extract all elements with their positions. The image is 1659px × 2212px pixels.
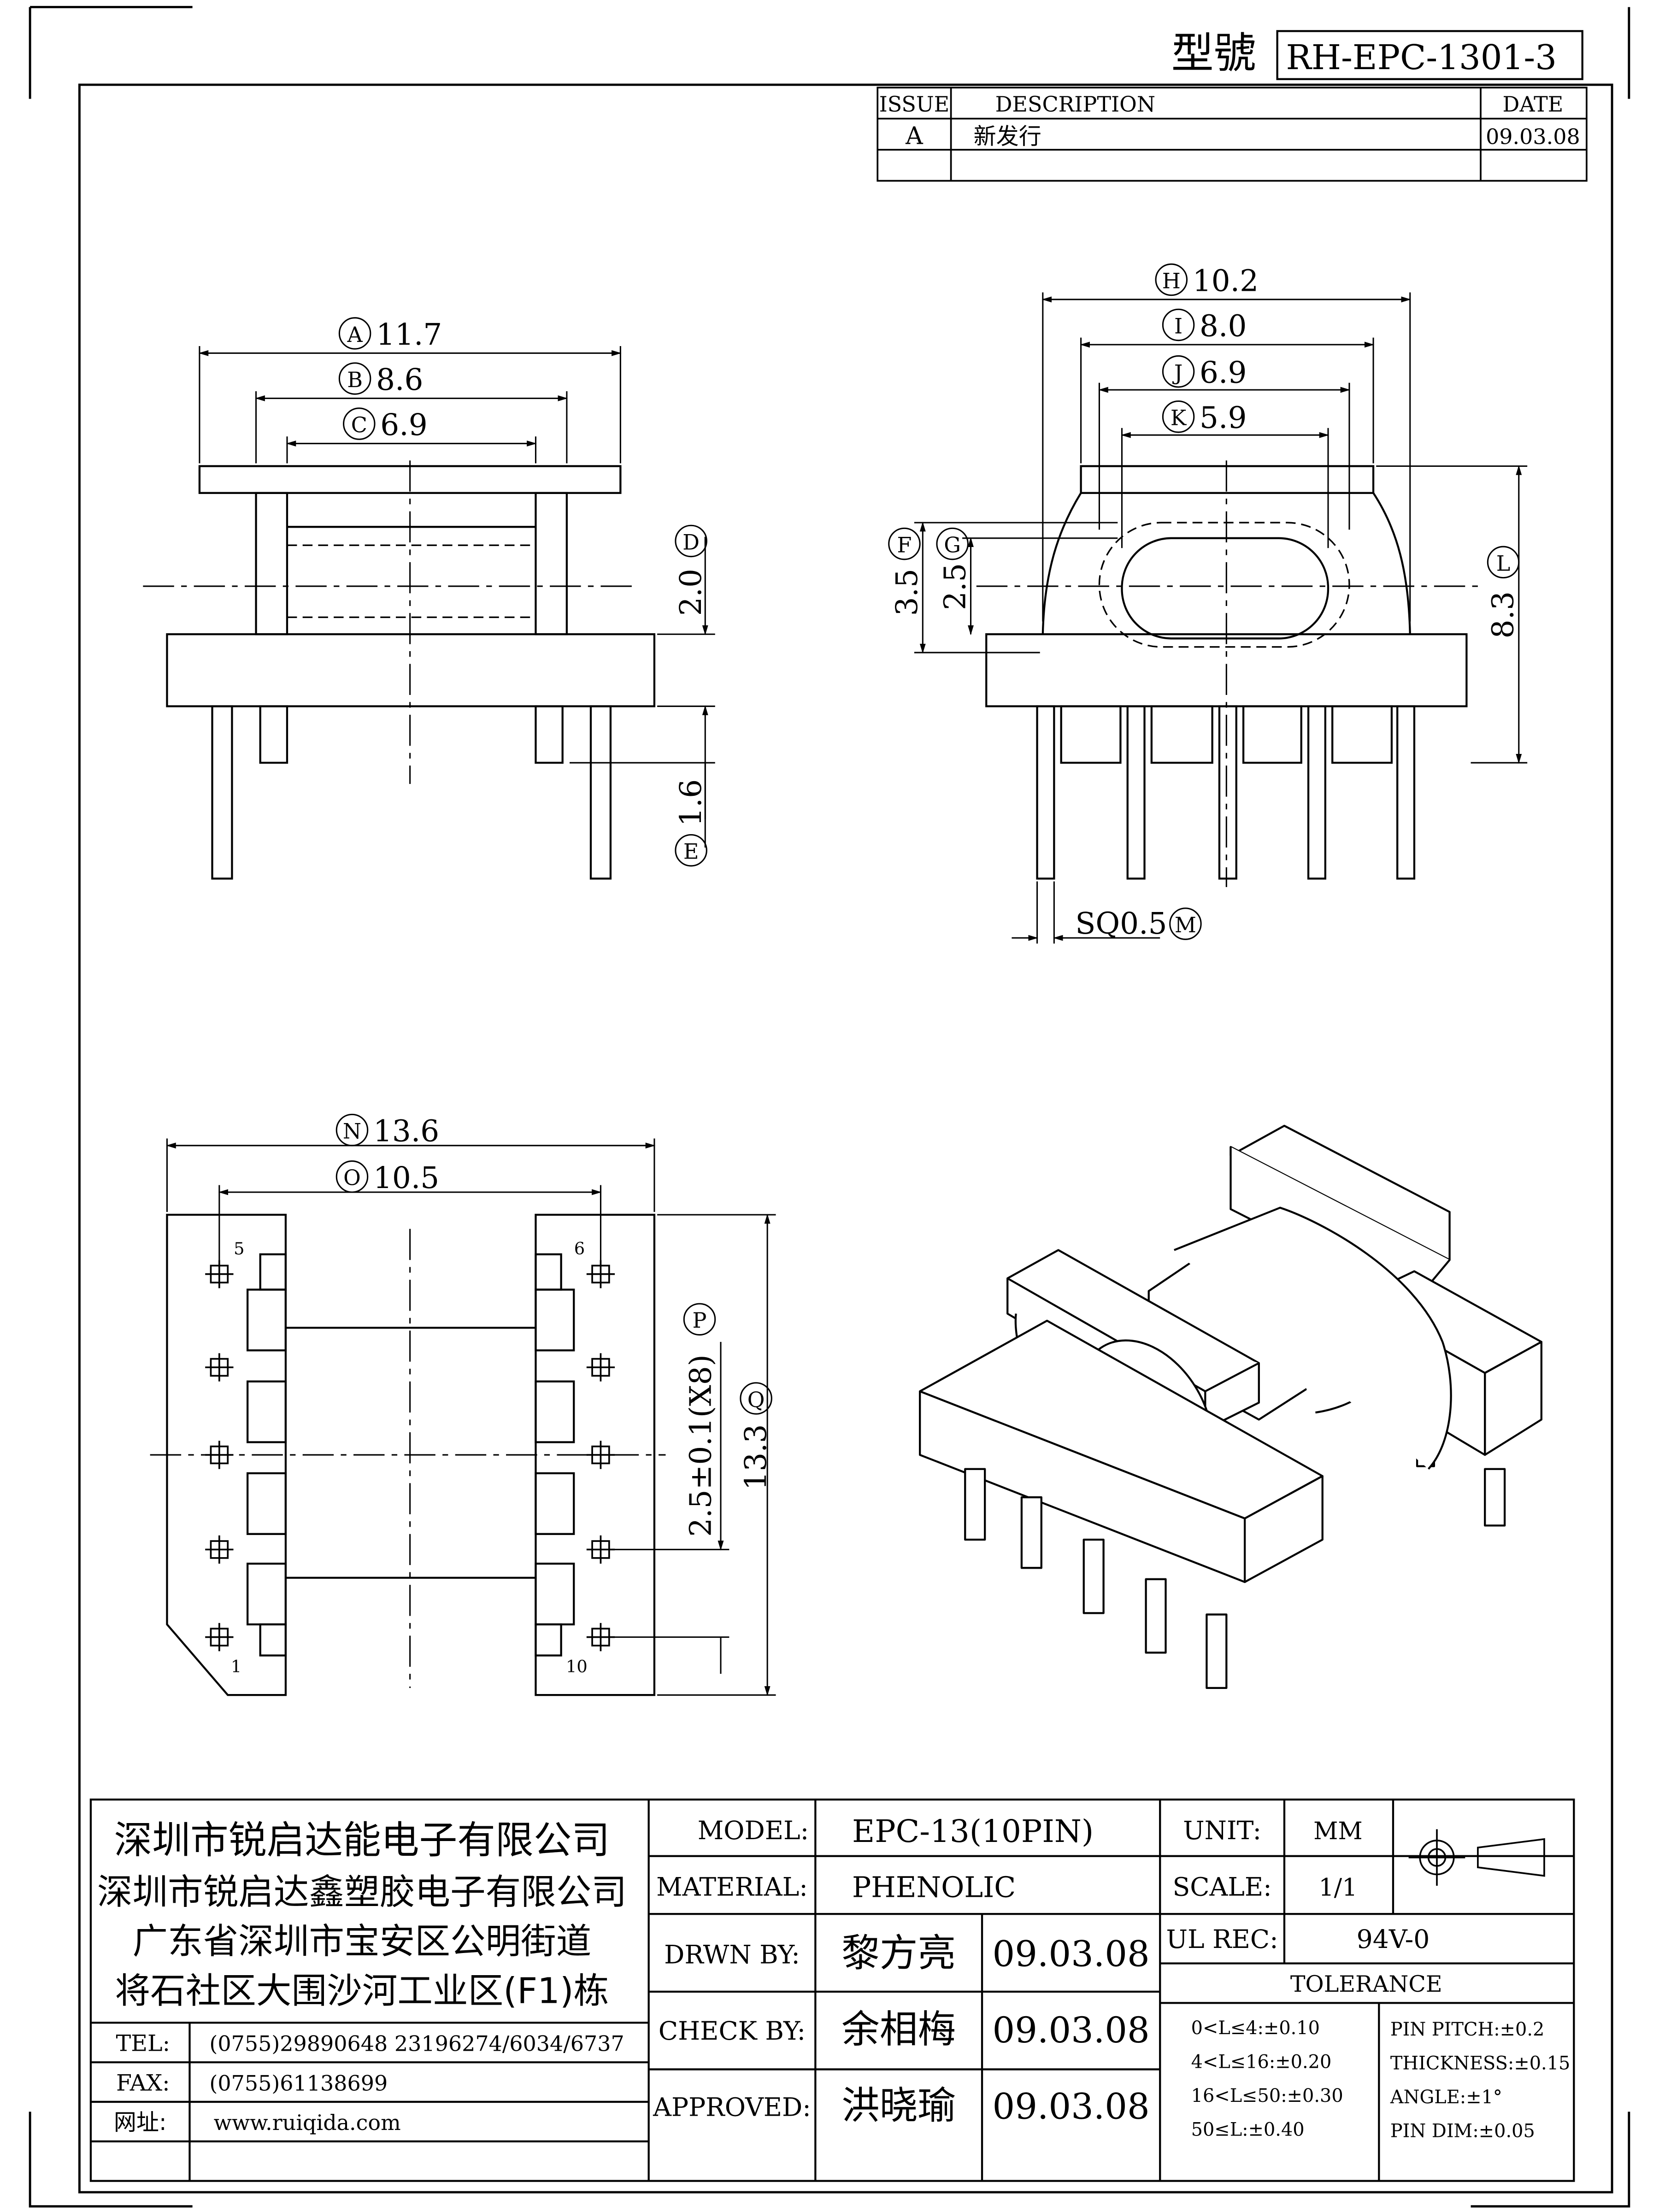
revision-date: 09.03.08 <box>1486 124 1580 149</box>
tolerance-label: TOLERANCE <box>1290 1971 1442 1997</box>
tolerance-2: 4<L≤16:±0.20 <box>1191 2051 1332 2072</box>
model-value: EPC-13(10PIN) <box>852 1813 1094 1849</box>
dim-i: 8.0 <box>1200 309 1247 344</box>
svg-text:A: A <box>347 322 363 347</box>
revision-col-description: DESCRIPTION <box>995 92 1156 117</box>
dim-a: 11.7 <box>376 318 442 352</box>
svg-text:D: D <box>682 529 700 554</box>
tolerance-1: 0<L≤4:±0.10 <box>1191 2018 1320 2039</box>
side-view: H 10.2 I 8.0 J 6.9 K 5.9 F G 3.5 2.5 L 8… <box>888 263 1528 944</box>
svg-text:E: E <box>683 839 699 864</box>
model-code: RH-EPC-1301-3 <box>1286 38 1557 77</box>
material-value: PHENOLIC <box>852 1871 1016 1904</box>
drawn-by: 黎方亮 <box>841 1931 956 1976</box>
web-value: www.ruiqida.com <box>214 2110 401 2135</box>
dim-l: 8.3 <box>1486 591 1521 638</box>
tel-label: TEL: <box>116 2030 171 2057</box>
svg-text:H: H <box>1162 268 1181 293</box>
approved-label: APPROVED: <box>653 2093 811 2123</box>
dim-d: 2.0 <box>674 569 708 616</box>
title-block: 深圳市锐启达能电子有限公司 深圳市锐启达鑫塑胶电子有限公司 广东省深圳市宝安区公… <box>89 1798 1575 2182</box>
unit-value: MM <box>1313 1818 1363 1845</box>
dim-c: 6.9 <box>380 408 427 442</box>
dim-e: 1.6 <box>674 779 708 826</box>
dim-j: 6.9 <box>1200 356 1247 390</box>
svg-text:L: L <box>1496 551 1511 576</box>
bottom-view: N 13.6 O 10.5 P 2.5±0.1(X8) Q 13.3 5 6 1… <box>150 1113 776 1696</box>
isometric-view <box>919 1124 1542 1689</box>
svg-text:C: C <box>351 412 367 437</box>
approved-date: 09.03.08 <box>993 2087 1150 2128</box>
svg-text:N: N <box>343 1118 361 1143</box>
model-label: MODEL: <box>698 1816 809 1846</box>
model-code-label: 型號 <box>1171 29 1256 78</box>
svg-text:G: G <box>944 532 961 557</box>
revision-table: ISSUE DESCRIPTION DATE A 新发行 09.03.08 <box>877 87 1588 182</box>
check-by: 余相梅 <box>841 2007 956 2052</box>
pin-pitch-tolerance: PIN PITCH:±0.2 <box>1390 2019 1544 2040</box>
model-code-box <box>1276 30 1583 80</box>
company-address-1: 广东省深圳市宝安区公明街道 <box>132 1921 591 1962</box>
ul-label: UL REC: <box>1166 1925 1278 1954</box>
dim-m: SQ0.5 <box>1075 906 1167 941</box>
svg-text:O: O <box>343 1165 361 1190</box>
sheet-frame <box>29 6 1630 2208</box>
svg-text:M: M <box>1175 912 1196 937</box>
front-view: A 11.7 B 8.6 C 6.9 D 2.0 1.6 E <box>143 317 715 880</box>
web-label: 网址: <box>114 2109 167 2136</box>
tel-value: (0755)29890648 23196274/6034/6737 <box>209 2031 624 2056</box>
pin-label-5: 5 <box>234 1239 244 1259</box>
projection-symbol-icon <box>1408 1829 1545 1886</box>
dim-q: 13.3 <box>739 1424 773 1490</box>
ul-value: 94V-0 <box>1357 1925 1430 1954</box>
svg-text:I: I <box>1174 313 1182 338</box>
revision-col-issue: ISSUE <box>879 92 950 117</box>
dim-h: 10.2 <box>1193 264 1259 298</box>
svg-text:P: P <box>693 1308 707 1333</box>
check-label: CHECK BY: <box>659 2017 806 2046</box>
dim-o: 10.5 <box>373 1161 439 1195</box>
drawn-date: 09.03.08 <box>993 1934 1150 1975</box>
tolerance-4: 50≤L:±0.40 <box>1191 2119 1305 2140</box>
pin-hole-markers <box>205 1260 615 1652</box>
company-name-2: 深圳市锐启达鑫塑胶电子有限公司 <box>97 1872 627 1913</box>
pin-label-10: 10 <box>566 1657 588 1677</box>
approved-by: 洪晓瑜 <box>841 2083 956 2128</box>
dim-k: 5.9 <box>1200 401 1247 435</box>
svg-text:F: F <box>897 532 912 557</box>
pin-label-6: 6 <box>574 1239 585 1259</box>
svg-text:K: K <box>1171 406 1187 430</box>
drawn-label: DRWN BY: <box>664 1941 800 1970</box>
dim-n: 13.6 <box>373 1114 439 1149</box>
revision-issue: A <box>905 123 924 150</box>
dim-g: 2.5 <box>938 563 972 610</box>
scale-label: SCALE: <box>1172 1872 1271 1902</box>
dim-b: 8.6 <box>376 363 423 397</box>
material-label: MATERIAL: <box>656 1872 808 1902</box>
svg-text:J: J <box>1172 360 1182 385</box>
pin-label-1: 1 <box>231 1657 241 1677</box>
thickness-tolerance: THICKNESS:±0.15 <box>1390 2053 1571 2074</box>
revision-description: 新发行 <box>974 123 1041 150</box>
fax-label: FAX: <box>116 2069 170 2096</box>
scale-value: 1/1 <box>1319 1874 1358 1901</box>
tolerance-3: 16<L≤50:±0.30 <box>1191 2085 1343 2106</box>
company-name: 深圳市锐启达能电子有限公司 <box>114 1818 610 1862</box>
pin-dim-tolerance: PIN DIM:±0.05 <box>1390 2121 1535 2142</box>
angle-tolerance: ANGLE:±1° <box>1390 2087 1502 2108</box>
dim-p: 2.5±0.1(X8) <box>684 1354 718 1537</box>
svg-text:Q: Q <box>747 1387 765 1412</box>
company-address-2: 将石社区大围沙河工业区(F1)栋 <box>115 1971 609 2012</box>
dim-f: 3.5 <box>890 569 924 616</box>
check-date: 09.03.08 <box>993 2010 1150 2051</box>
fax-value: (0755)61138699 <box>209 2071 388 2095</box>
revision-col-date: DATE <box>1503 92 1564 117</box>
svg-text:B: B <box>347 367 363 392</box>
unit-label: UNIT: <box>1183 1816 1261 1846</box>
